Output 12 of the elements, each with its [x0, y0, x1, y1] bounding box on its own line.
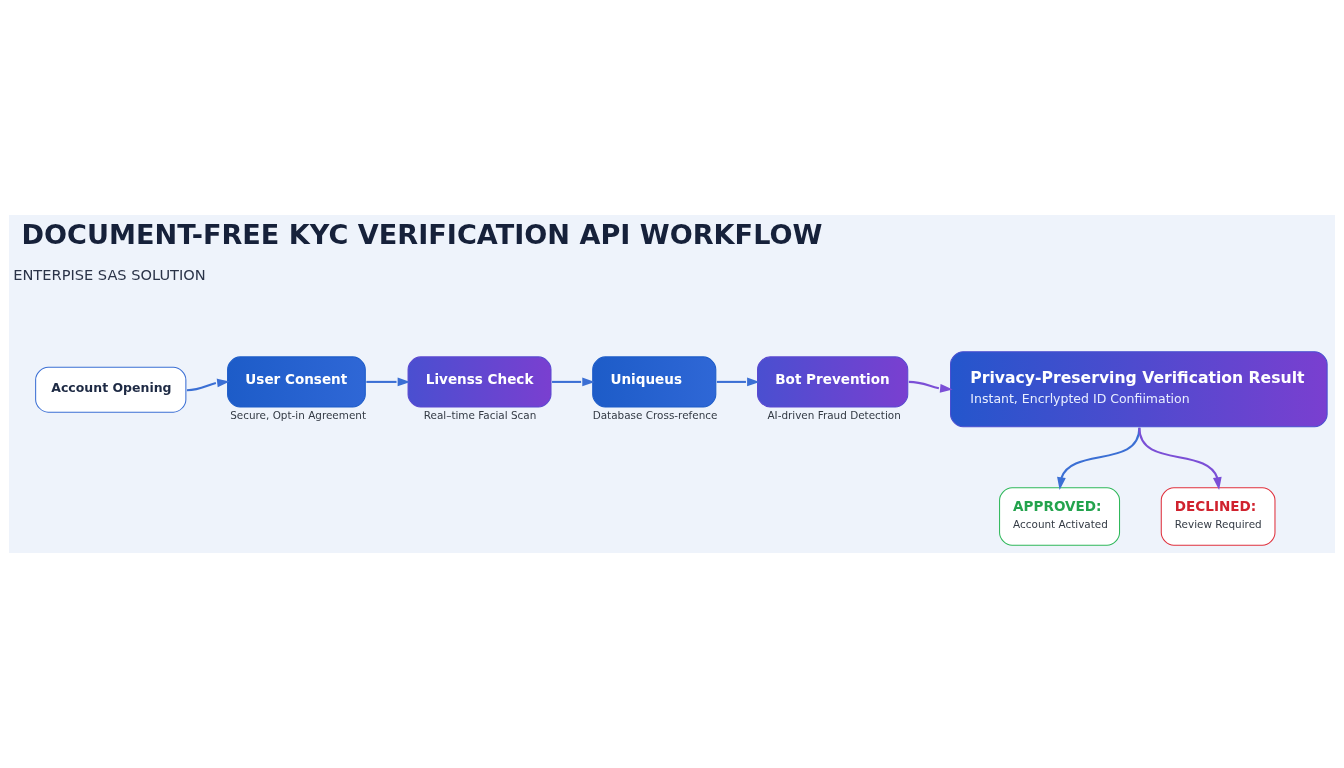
arrow: [366, 377, 411, 387]
node-label: Database Cross-refence: [592, 409, 718, 422]
arrow: [1138, 427, 1222, 490]
node-label: Real–time Facial Scan: [423, 409, 537, 422]
diagram-title: DOCUMENT-FREE KYC VERIFICATION API WORKFLOW: [21, 219, 823, 250]
node-label: AI-driven Fraud Detection: [767, 409, 901, 422]
node-label: Secure, Opt-in Agreement: [230, 409, 367, 422]
arrow: [716, 377, 760, 387]
arrow: [186, 378, 230, 392]
arrow: [552, 377, 595, 387]
label: ENTERPISE SAS SOLUTION: [13, 266, 206, 284]
arrow: [908, 380, 953, 393]
